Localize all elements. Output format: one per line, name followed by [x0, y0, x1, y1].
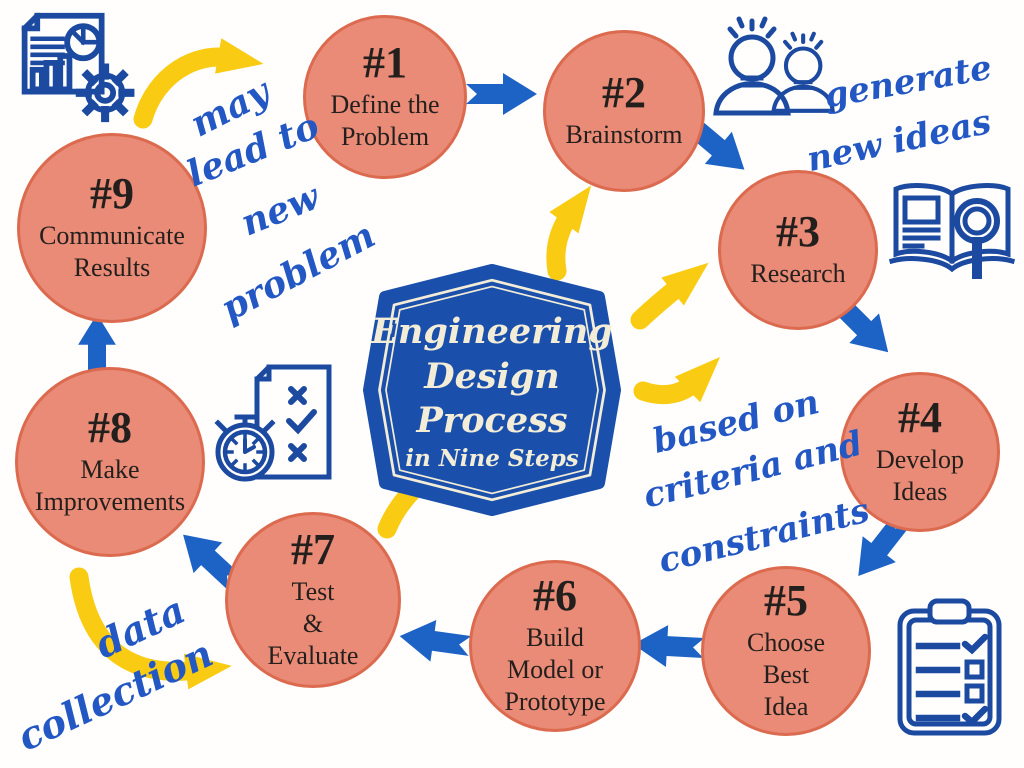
report-analytics-gear-icon — [21, 12, 135, 123]
badge-title-line2: Design — [424, 355, 560, 397]
step-circle-9: #9 Communicate Results — [17, 133, 207, 323]
step-number: #7 — [291, 525, 335, 575]
step-number: #1 — [363, 38, 407, 88]
arrow-step5-to-6 — [631, 623, 706, 669]
step-circle-5: #5 Choose Best Idea — [701, 566, 871, 736]
yellow-arrow-data-collection — [69, 567, 232, 690]
brainstorm-lightbulb-people-icon — [713, 16, 835, 116]
step-circle-6: #6 Build Model or Prototype — [469, 560, 641, 732]
badge-title: Engineering Design Process in Nine Steps — [338, 264, 646, 516]
arrow-step6-to-7 — [396, 615, 473, 667]
badge-title-line1: Engineering — [371, 310, 613, 352]
clipboard-checklist-icon — [897, 598, 1002, 736]
step-circle-4: #4 Develop Ideas — [840, 372, 1000, 532]
stopwatch-checklist-icon — [214, 364, 332, 482]
arrow-step1-to-2 — [466, 73, 537, 115]
step-label: Brainstorm — [565, 120, 683, 150]
title-badge: Engineering Design Process in Nine Steps — [338, 264, 646, 516]
step-label: Define the Problem — [330, 90, 440, 151]
yellow-arrow-badge-to-brainstorm — [546, 185, 592, 281]
step-circle-8: #8 Make Improvements — [15, 367, 205, 557]
research-book-magnifier-icon — [888, 183, 1016, 279]
step-circle-2: #2 Brainstorm — [543, 30, 705, 192]
step-circle-1: #1 Define the Problem — [303, 15, 467, 179]
step-label: Choose Best Idea — [747, 628, 825, 721]
step-circle-7: #7 Test & Evaluate — [225, 512, 401, 688]
yellow-arrow-badge-to-research — [630, 262, 709, 330]
step-number: #3 — [776, 207, 820, 257]
step-circle-3: #3 Research — [718, 170, 878, 330]
step-number: #8 — [88, 403, 132, 453]
step-number: #6 — [533, 571, 577, 621]
step-label: Communicate Results — [39, 221, 185, 282]
step-number: #9 — [90, 169, 134, 219]
badge-title-line3: Process — [416, 400, 568, 442]
step-label: Develop Ideas — [875, 445, 965, 506]
step-number: #2 — [602, 68, 646, 118]
yellow-arrow-based-on — [633, 356, 721, 405]
step-label: Test & Evaluate — [267, 577, 359, 670]
badge-subtitle: in Nine Steps — [405, 445, 579, 473]
yellow-arrow-may-lead — [133, 38, 264, 129]
step-label: Research — [750, 259, 846, 289]
badge-shape — [363, 264, 621, 516]
step-number: #5 — [764, 576, 808, 626]
step-number: #4 — [898, 393, 942, 443]
step-label: Make Improvements — [34, 455, 186, 516]
step-label: Build Model or Prototype — [504, 623, 606, 716]
